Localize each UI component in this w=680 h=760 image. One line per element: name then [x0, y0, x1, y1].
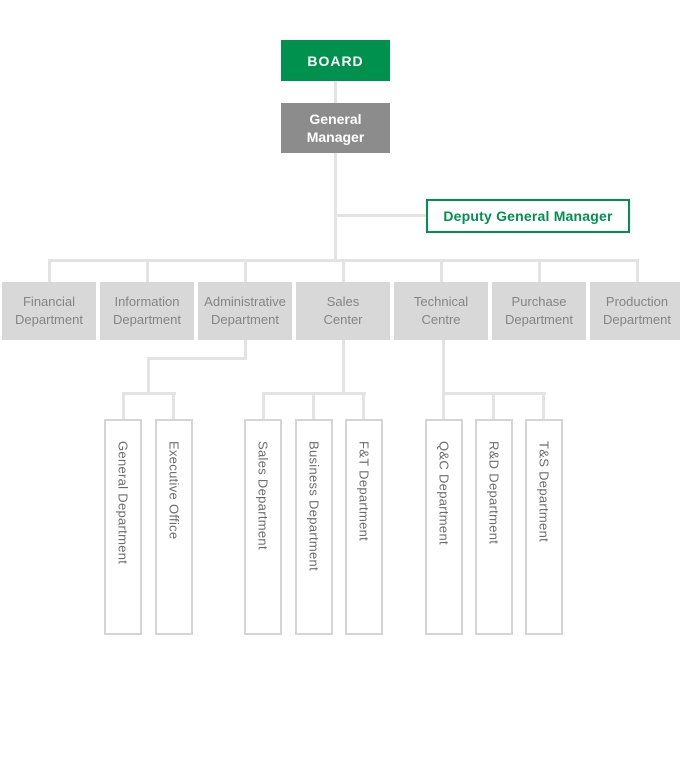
subdept-node-qc-department: Q&C Department — [425, 419, 463, 635]
subdept-node-general-department: General Department — [104, 419, 142, 635]
general-manager-label-line1: General — [309, 110, 362, 127]
dept-label-line2: Department — [15, 312, 83, 327]
deputy-general-manager-node: Deputy General Manager — [426, 199, 630, 233]
connector-admin-elbow-h — [147, 357, 247, 360]
connector-stub-sales-department — [262, 392, 265, 419]
dept-label-line2: Centre — [421, 312, 461, 327]
connector-gm-spine — [334, 153, 337, 262]
dept-label-line1: Administrative — [204, 293, 286, 309]
dept-label-line2: Department — [505, 312, 573, 327]
subdept-node-ft-department: F&T Department — [345, 419, 383, 635]
dept-label-line1: Financial — [22, 293, 76, 309]
subdept-node-executive-office: Executive Office — [155, 419, 193, 635]
connector-admin-split — [122, 392, 176, 395]
connector-stub-business-department — [312, 392, 315, 419]
connector-spine-to-deputy — [335, 214, 426, 217]
connector-stub-sales — [342, 259, 345, 282]
dept-label-line1: Purchase — [511, 293, 567, 309]
connector-stub-financial — [48, 259, 51, 282]
dept-node-administrative: Administrative Department — [198, 282, 292, 340]
connector-stub-purchase — [538, 259, 541, 282]
subdept-label: F&T Department — [356, 441, 372, 542]
connector-stub-administrative — [244, 259, 247, 282]
general-manager-label-line2: Manager — [306, 129, 365, 145]
connector-stub-executive-office — [172, 392, 175, 419]
subdept-label: Q&C Department — [436, 441, 452, 545]
subdept-label: General Department — [115, 441, 131, 565]
dept-label-line2: Center — [323, 312, 363, 327]
dept-node-purchase: Purchase Department — [492, 282, 586, 340]
board-node: BOARD — [281, 40, 390, 81]
dept-label-line2: Department — [603, 312, 671, 327]
dept-label-line1: Technical — [413, 293, 469, 309]
subdept-label: R&D Department — [486, 441, 502, 545]
dept-node-technical-centre: Technical Centre — [394, 282, 488, 340]
connector-stub-production — [636, 259, 639, 282]
connector-stub-information — [146, 259, 149, 282]
connector-sales-drop — [342, 340, 345, 395]
connector-stub-ts-department — [542, 392, 545, 419]
dept-node-production: Production Department — [590, 282, 680, 340]
connector-stub-technical — [440, 259, 443, 282]
dept-label-line1: Production — [605, 293, 669, 309]
connector-admin-drop — [244, 340, 247, 360]
connector-stub-general-department — [122, 392, 125, 419]
connector-board-to-gm — [334, 81, 337, 103]
connector-admin-elbow-v — [147, 357, 150, 395]
dept-label-line2: Department — [113, 312, 181, 327]
connector-stub-rd-department — [492, 392, 495, 419]
dept-node-sales-center: Sales Center — [296, 282, 390, 340]
dept-node-information: Information Department — [100, 282, 194, 340]
subdept-node-rd-department: R&D Department — [475, 419, 513, 635]
connector-stub-ft-department — [362, 392, 365, 419]
subdept-label: Sales Department — [255, 441, 271, 550]
subdept-node-sales-department: Sales Department — [244, 419, 282, 635]
subdept-node-business-department: Business Department — [295, 419, 333, 635]
connector-technical-drop — [442, 340, 445, 419]
subdept-label: T&S Department — [536, 441, 552, 543]
dept-label-line2: Department — [211, 312, 279, 327]
subdept-label: Business Department — [306, 441, 322, 571]
dept-label-line1: Information — [114, 293, 180, 309]
general-manager-node: General Manager — [281, 103, 390, 153]
subdept-label: Executive Office — [166, 441, 182, 540]
dept-node-financial: Financial Department — [2, 282, 96, 340]
dept-label-line1: Sales — [326, 293, 360, 309]
subdept-node-ts-department: T&S Department — [525, 419, 563, 635]
